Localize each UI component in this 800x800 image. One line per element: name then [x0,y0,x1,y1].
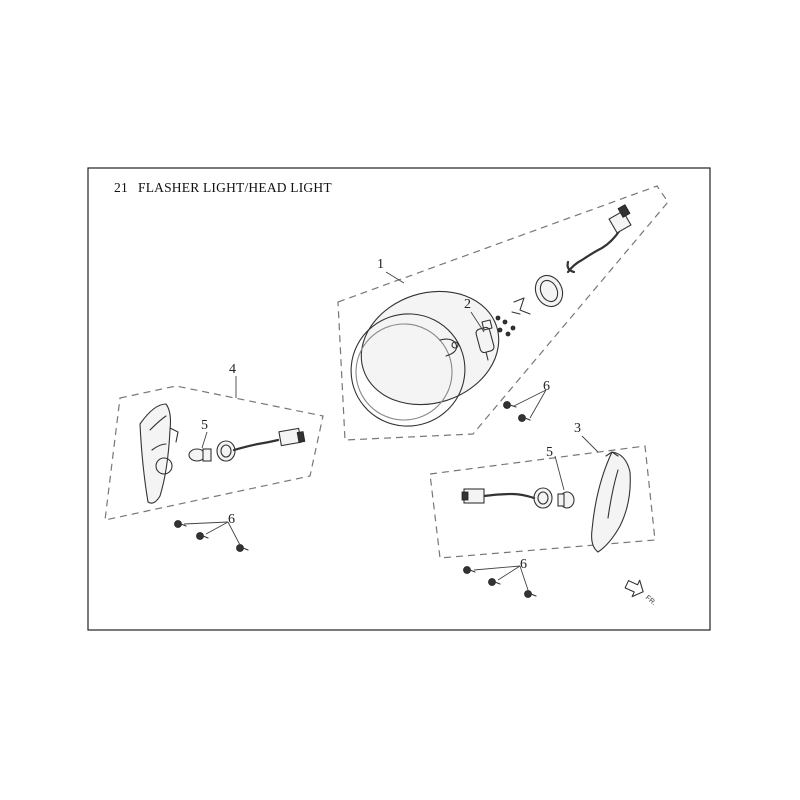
callout-6c: 6 [520,557,527,572]
leader-3 [581,435,599,453]
leader-6c [473,565,529,591]
diagram-title: FLASHER LIGHT/HEAD LIGHT [138,180,332,195]
section-number: 21 [114,180,128,195]
leader-6a [513,389,547,419]
bulb-retainer-clips [495,297,531,337]
screw-icon [503,401,531,422]
callout-2: 2 [464,297,471,312]
diagram-frame [87,167,711,631]
headlight-wire-harness [566,204,632,274]
front-direction-arrow-icon: FR. [624,579,657,607]
screw-icon [463,566,537,598]
leader-1 [385,271,405,284]
callout-3: 3 [574,421,581,436]
callout-1: 1 [377,257,384,272]
callout-6b: 6 [228,512,235,527]
callout-4: 4 [229,362,236,377]
leader-6b [183,521,241,546]
leader-5a [201,431,208,449]
callout-5b: 5 [546,445,553,460]
headlight-assembly [350,290,500,427]
callout-5a: 5 [201,418,208,433]
left-flasher-group-outline [104,385,324,521]
left-flasher-bulb-icon [188,448,212,462]
right-flasher-lens-icon [591,451,631,553]
left-flasher-lens-icon [139,403,179,504]
left-flasher-socket-wire [216,427,306,462]
right-flasher-group-outline [429,445,656,559]
screw-icon [174,520,249,552]
right-flasher-socket-wire [461,487,553,509]
direction-label: FR. [644,594,657,607]
leader-2 [470,311,485,333]
leader-5b [554,455,565,491]
right-flasher-bulb-icon [557,491,575,509]
callout-6a: 6 [543,379,550,394]
headlight-socket-cover [534,274,564,308]
headlight-group-outline [337,185,669,441]
